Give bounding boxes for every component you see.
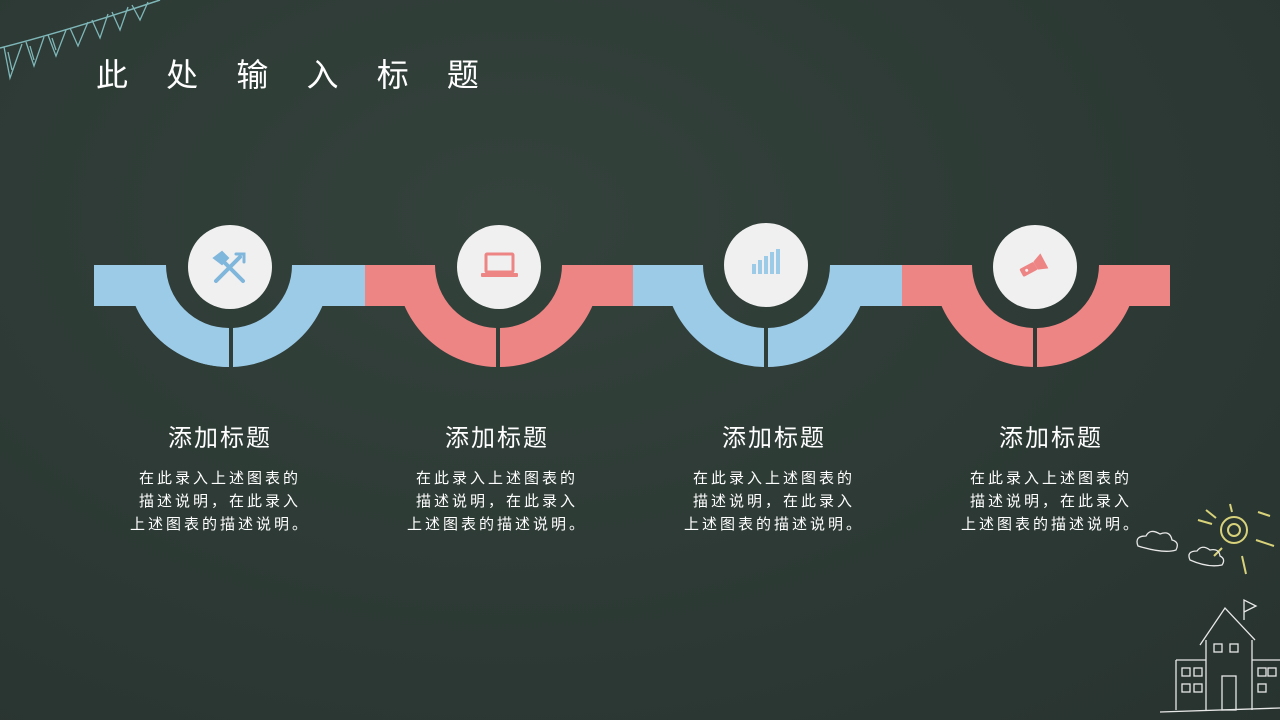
step-1-description: 在此录入上述图表的 描述说明，在此录入 上述图表的描述说明。 <box>100 467 340 536</box>
step-1-desc-line: 上述图表的描述说明。 <box>129 515 310 533</box>
segment-1 <box>94 265 365 367</box>
step-1-desc-line: 在此录入上述图表的 <box>138 469 301 487</box>
step-2-title: 添加标题 <box>445 424 549 452</box>
segment-4 <box>902 265 1170 367</box>
step-4-desc-line: 在此录入上述图表的 <box>969 469 1132 487</box>
segment-3 <box>633 265 902 367</box>
segment-2 <box>365 265 633 367</box>
house-decoration <box>1159 598 1280 713</box>
step-4-description: 在此录入上述图表的 描述说明，在此录入 上述图表的描述说明。 <box>931 467 1171 536</box>
page-title: 此 处 输 入 标 题 <box>96 56 493 94</box>
step-2-desc-line: 描述说明，在此录入 <box>415 492 578 510</box>
step-4-title: 添加标题 <box>999 424 1103 452</box>
step-3-title: 添加标题 <box>722 424 826 452</box>
step-1-title: 添加标题 <box>168 424 272 452</box>
step-2-desc-line: 上述图表的描述说明。 <box>406 515 587 533</box>
step-1-desc-line: 描述说明，在此录入 <box>138 492 301 510</box>
step-2-circle <box>457 225 541 309</box>
step-4-desc-line: 上述图表的描述说明。 <box>960 515 1141 533</box>
step-4-desc-line: 描述说明，在此录入 <box>969 492 1132 510</box>
cloud-decoration <box>1136 530 1225 567</box>
sun-decoration <box>1197 503 1275 575</box>
step-3-desc-line: 描述说明，在此录入 <box>692 492 855 510</box>
bar-chart-icon <box>752 249 780 274</box>
step-2-description: 在此录入上述图表的 描述说明，在此录入 上述图表的描述说明。 <box>377 467 617 536</box>
flashlight-icon <box>1019 253 1049 277</box>
step-3-desc-line: 上述图表的描述说明。 <box>683 515 864 533</box>
step-3-desc-line: 在此录入上述图表的 <box>692 469 855 487</box>
tools-icon <box>212 250 246 283</box>
bunting-decoration <box>0 0 161 81</box>
step-2-desc-line: 在此录入上述图表的 <box>415 469 578 487</box>
laptop-icon <box>481 252 518 277</box>
step-3-description: 在此录入上述图表的 描述说明，在此录入 上述图表的描述说明。 <box>654 467 894 536</box>
